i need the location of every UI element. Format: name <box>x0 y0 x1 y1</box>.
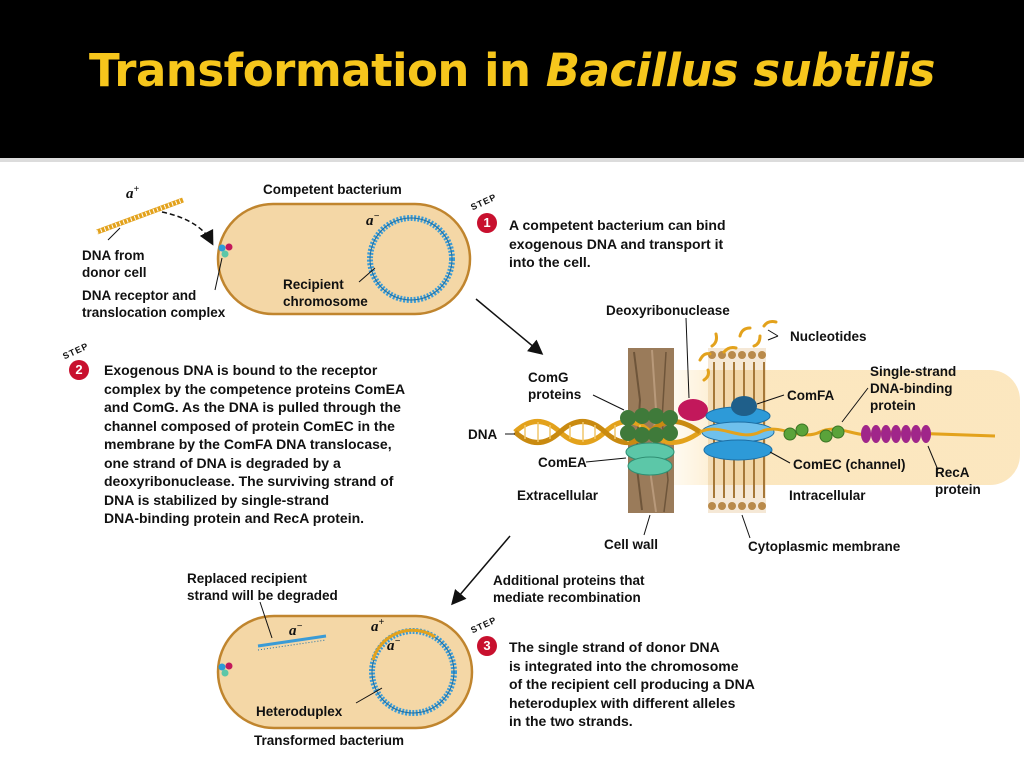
membrane-detail <box>505 317 1020 539</box>
comg-proteins <box>620 408 678 443</box>
receptor-complex-icon <box>218 243 233 258</box>
comea-protein <box>625 442 675 476</box>
comfa-protein <box>731 396 757 416</box>
transformed-bacterium <box>216 601 474 730</box>
title-divider <box>0 158 1024 162</box>
competent-bacterium <box>96 197 472 316</box>
recipient-allele-label: a− <box>366 211 380 230</box>
step-2-badge: 2 <box>69 360 89 380</box>
intracellular-label: Intracellular <box>789 488 866 503</box>
donor-strand-integrated <box>371 628 436 661</box>
donor-allele-label: a+ <box>126 184 140 203</box>
deoxyribonuclease-protein <box>678 399 708 421</box>
recipient-allele-remaining-label: a− <box>387 636 401 655</box>
nucleotides-label: Nucleotides <box>790 329 867 344</box>
competent-bacterium-label: Competent bacterium <box>263 182 402 197</box>
dna-label: DNA <box>468 427 498 442</box>
arrow-to-transformed <box>451 535 511 606</box>
heteroduplex-label: Heteroduplex <box>256 704 343 719</box>
cytoplasmic-membrane-label: Cytoplasmic membrane <box>748 539 901 554</box>
transformed-bacterium-label: Transformed bacterium <box>254 733 405 748</box>
donor-dna-fragment <box>96 197 184 235</box>
step-1-badge: 1 <box>477 213 497 233</box>
displaced-recipient-strand <box>257 634 327 651</box>
species-name: Bacillus subtilis <box>545 44 936 97</box>
extracellular-label: Extracellular <box>517 488 599 503</box>
ssb-proteins <box>783 423 845 443</box>
step-3-badge: 3 <box>477 636 497 656</box>
bottom-receptor-complex-icon <box>218 662 233 677</box>
deoxyribonuclease-label: Deoxyribonuclease <box>606 303 730 318</box>
arrow-to-detail <box>475 298 544 355</box>
comfa-label: ComFA <box>787 388 835 403</box>
title-bar <box>0 0 1024 158</box>
nucleotides <box>698 320 778 382</box>
top-cell-body <box>216 202 472 316</box>
reca-filament <box>861 425 931 443</box>
comec-label: ComEC (channel) <box>793 457 906 472</box>
slide-title: Transformation in Bacillus subtilis <box>89 44 936 97</box>
donor-allele-integrated-label: a+ <box>371 617 385 636</box>
comea-label: ComEA <box>538 455 587 470</box>
cell-wall-label: Cell wall <box>604 537 659 552</box>
displaced-allele-label: a− <box>289 621 303 640</box>
